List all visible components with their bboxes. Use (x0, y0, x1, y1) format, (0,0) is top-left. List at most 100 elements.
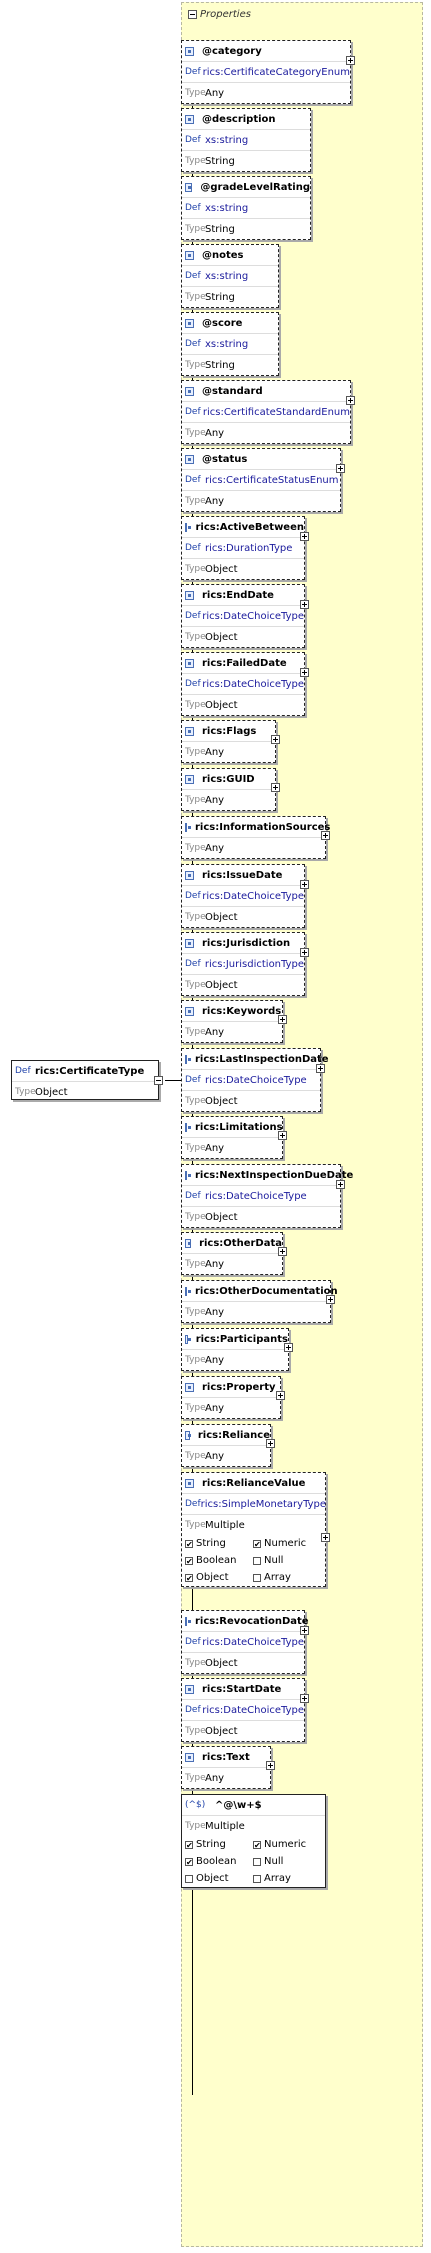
checkbox-array[interactable]: Array (253, 1873, 321, 1884)
checkbox-array[interactable]: Array (253, 1572, 321, 1583)
checkbox-label: Array (264, 1572, 291, 1583)
expand-icon[interactable] (321, 1533, 330, 1542)
element-icon (185, 1684, 194, 1694)
expand-icon[interactable] (300, 1694, 309, 1703)
expand-icon[interactable] (300, 532, 309, 541)
expand-icon[interactable] (271, 783, 280, 792)
expand-icon[interactable] (300, 1626, 309, 1635)
name-row: rics:RelianceValue (182, 1473, 325, 1493)
expand-icon[interactable] (300, 600, 309, 609)
checkbox-box[interactable] (253, 1573, 261, 1582)
checkbox-null[interactable]: Null (253, 1856, 321, 1867)
expand-icon[interactable] (321, 831, 330, 840)
expand-icon[interactable] (278, 1131, 287, 1140)
checkbox-box[interactable] (253, 1874, 261, 1883)
expand-icon[interactable] (346, 56, 355, 65)
expand-icon[interactable] (336, 1180, 345, 1189)
checkbox-box[interactable] (185, 1874, 193, 1883)
expand-icon[interactable] (336, 464, 345, 473)
checkbox-box[interactable]: ✔ (185, 1539, 193, 1549)
checkbox-string[interactable]: ✔String (185, 1538, 253, 1549)
expand-icon[interactable] (271, 735, 280, 744)
expand-icon[interactable] (266, 1439, 275, 1448)
expand-icon[interactable] (278, 1247, 287, 1256)
name-row: rics:NextInspectionDueDate (182, 1165, 353, 1185)
checkbox-box[interactable]: ✔ (185, 1857, 193, 1867)
expand-icon[interactable] (300, 668, 309, 677)
expand-icon[interactable] (276, 1391, 285, 1400)
node-name: @description (202, 113, 276, 125)
checkbox-boolean[interactable]: ✔Boolean (185, 1555, 253, 1566)
checkbox-boolean[interactable]: ✔Boolean (185, 1856, 253, 1867)
element-icon (185, 1286, 191, 1296)
expand-icon[interactable] (316, 1064, 325, 1073)
type-tag: Type (185, 360, 206, 370)
expand-icon[interactable] (300, 880, 309, 889)
checkbox-box[interactable]: ✔ (185, 1573, 193, 1583)
checkbox-box[interactable]: ✔ (253, 1840, 261, 1850)
element-icon (185, 938, 194, 948)
expand-icon[interactable] (346, 396, 355, 405)
collapse-icon[interactable] (154, 1076, 163, 1085)
collapse-icon[interactable] (188, 9, 197, 19)
expand-icon[interactable] (266, 1761, 275, 1770)
expand-icon[interactable] (278, 1015, 287, 1024)
attribute-icon (185, 454, 194, 464)
checkbox-numeric[interactable]: ✔Numeric (253, 1839, 321, 1850)
checkbox-string[interactable]: ✔String (185, 1839, 253, 1850)
checkbox-box[interactable] (253, 1556, 261, 1565)
def-tag: Def (185, 1499, 201, 1509)
checkbox-object[interactable]: ✔Object (185, 1572, 253, 1583)
checkbox-box[interactable]: ✔ (253, 1539, 261, 1549)
def-value: rics:DateChoiceType (202, 890, 304, 902)
checkbox-null[interactable]: Null (253, 1555, 321, 1566)
expand-icon[interactable] (326, 1295, 335, 1304)
expand-icon[interactable] (284, 1343, 293, 1352)
checkbox-label: Boolean (196, 1856, 237, 1867)
node-name: rics:NextInspectionDueDate (195, 1169, 354, 1181)
root-node[interactable]: Def rics:CertificateType Type Object (11, 1060, 163, 1100)
checkbox-box[interactable] (253, 1857, 261, 1866)
checkbox-object[interactable]: Object (185, 1873, 253, 1884)
expand-icon[interactable] (300, 948, 309, 957)
element-icon (185, 1430, 191, 1440)
checkbox-box[interactable]: ✔ (185, 1556, 193, 1566)
element-icon (185, 1616, 191, 1626)
checkbox-numeric[interactable]: ✔Numeric (253, 1538, 321, 1549)
group-header[interactable]: Properties (188, 7, 251, 21)
checkbox-box[interactable]: ✔ (185, 1840, 193, 1850)
